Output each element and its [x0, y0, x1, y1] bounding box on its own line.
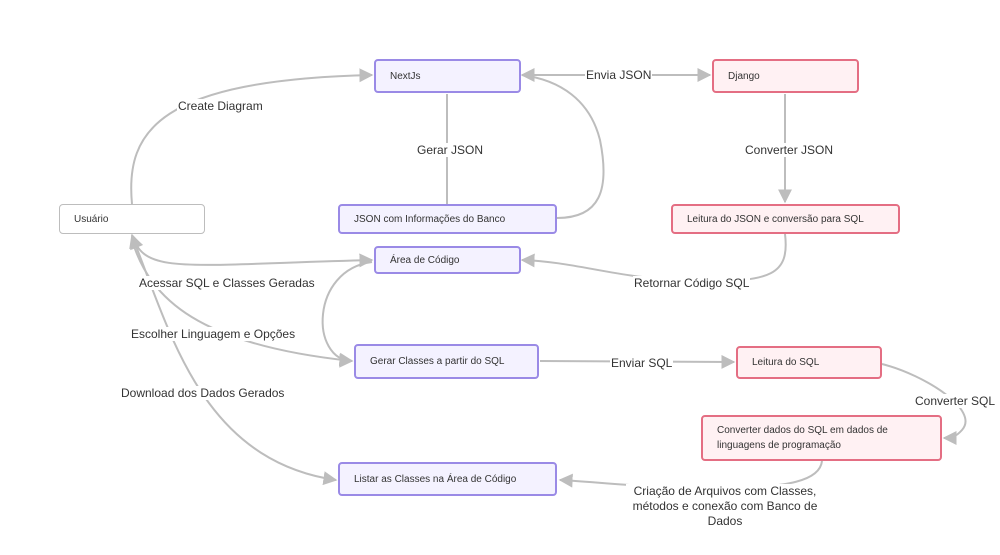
node-gerar-classes-label: Gerar Classes a partir do SQL — [370, 356, 505, 367]
edge-label-envia-json: Envia JSON — [585, 68, 653, 82]
node-leitura-json-label: Leitura do JSON e conversão para SQL — [687, 213, 864, 225]
edge-label-enviar-sql: Enviar SQL — [610, 356, 674, 370]
edge-label-download: Download dos Dados Gerados — [120, 386, 286, 400]
edge-label-escolher-linguagem: Escolher Linguagem e Opções — [130, 327, 297, 341]
edge-label-criacao-arquivos: Criação de Arquivos com Classes, métodos… — [626, 484, 824, 529]
edge-converter-sql — [881, 363, 967, 445]
edge-create-diagram — [130, 68, 374, 205]
edge-label-create-diagram: Create Diagram — [177, 99, 264, 113]
edge-escolher-linguagem — [131, 239, 354, 367]
edge-download — [130, 234, 338, 486]
node-json-banco-label: JSON com Informações do Banco — [354, 213, 506, 225]
edge-label-gerar-json: Gerar JSON — [416, 143, 485, 157]
edge-acessar-sql — [129, 233, 374, 268]
node-listar-classes-label: Listar as Classes na Área de Código — [354, 473, 517, 485]
edge-label-acessar-sql: Acessar SQL e Classes Geradas — [138, 276, 316, 290]
node-area-codigo[interactable]: Área de Código — [374, 246, 521, 274]
node-usuario[interactable]: Usuário — [59, 204, 205, 234]
node-area-codigo-label: Área de Código — [390, 254, 460, 266]
edge-label-converter-json: Converter JSON — [744, 143, 835, 157]
edge-retornar-codigo — [520, 233, 787, 283]
node-gerar-classes[interactable]: Gerar Classes a partir do SQL — [354, 344, 539, 379]
node-nextjs-label: NextJs — [390, 70, 421, 82]
node-leitura-sql-label: Leitura do SQL — [752, 357, 820, 368]
edge-label-converter-sql: Converter SQL — [914, 394, 997, 408]
edge-label-retornar-codigo: Retornar Código SQL — [633, 276, 751, 290]
node-leitura-sql[interactable]: Leitura do SQL — [736, 346, 882, 379]
node-django[interactable]: Django — [712, 59, 859, 93]
edge-json-loop — [521, 74, 605, 219]
node-nextjs[interactable]: NextJs — [374, 59, 521, 93]
node-django-label: Django — [728, 70, 760, 82]
node-usuario-label: Usuário — [74, 213, 109, 225]
node-converter-dados[interactable]: Converter dados do SQL em dados de lingu… — [701, 415, 942, 461]
node-listar-classes[interactable]: Listar as Classes na Área de Código — [338, 462, 557, 496]
node-leitura-json[interactable]: Leitura do JSON e conversão para SQL — [671, 204, 900, 234]
node-converter-dados-label: Converter dados do SQL em dados de lingu… — [717, 425, 888, 451]
node-json-banco[interactable]: JSON com Informações do Banco — [338, 204, 557, 234]
